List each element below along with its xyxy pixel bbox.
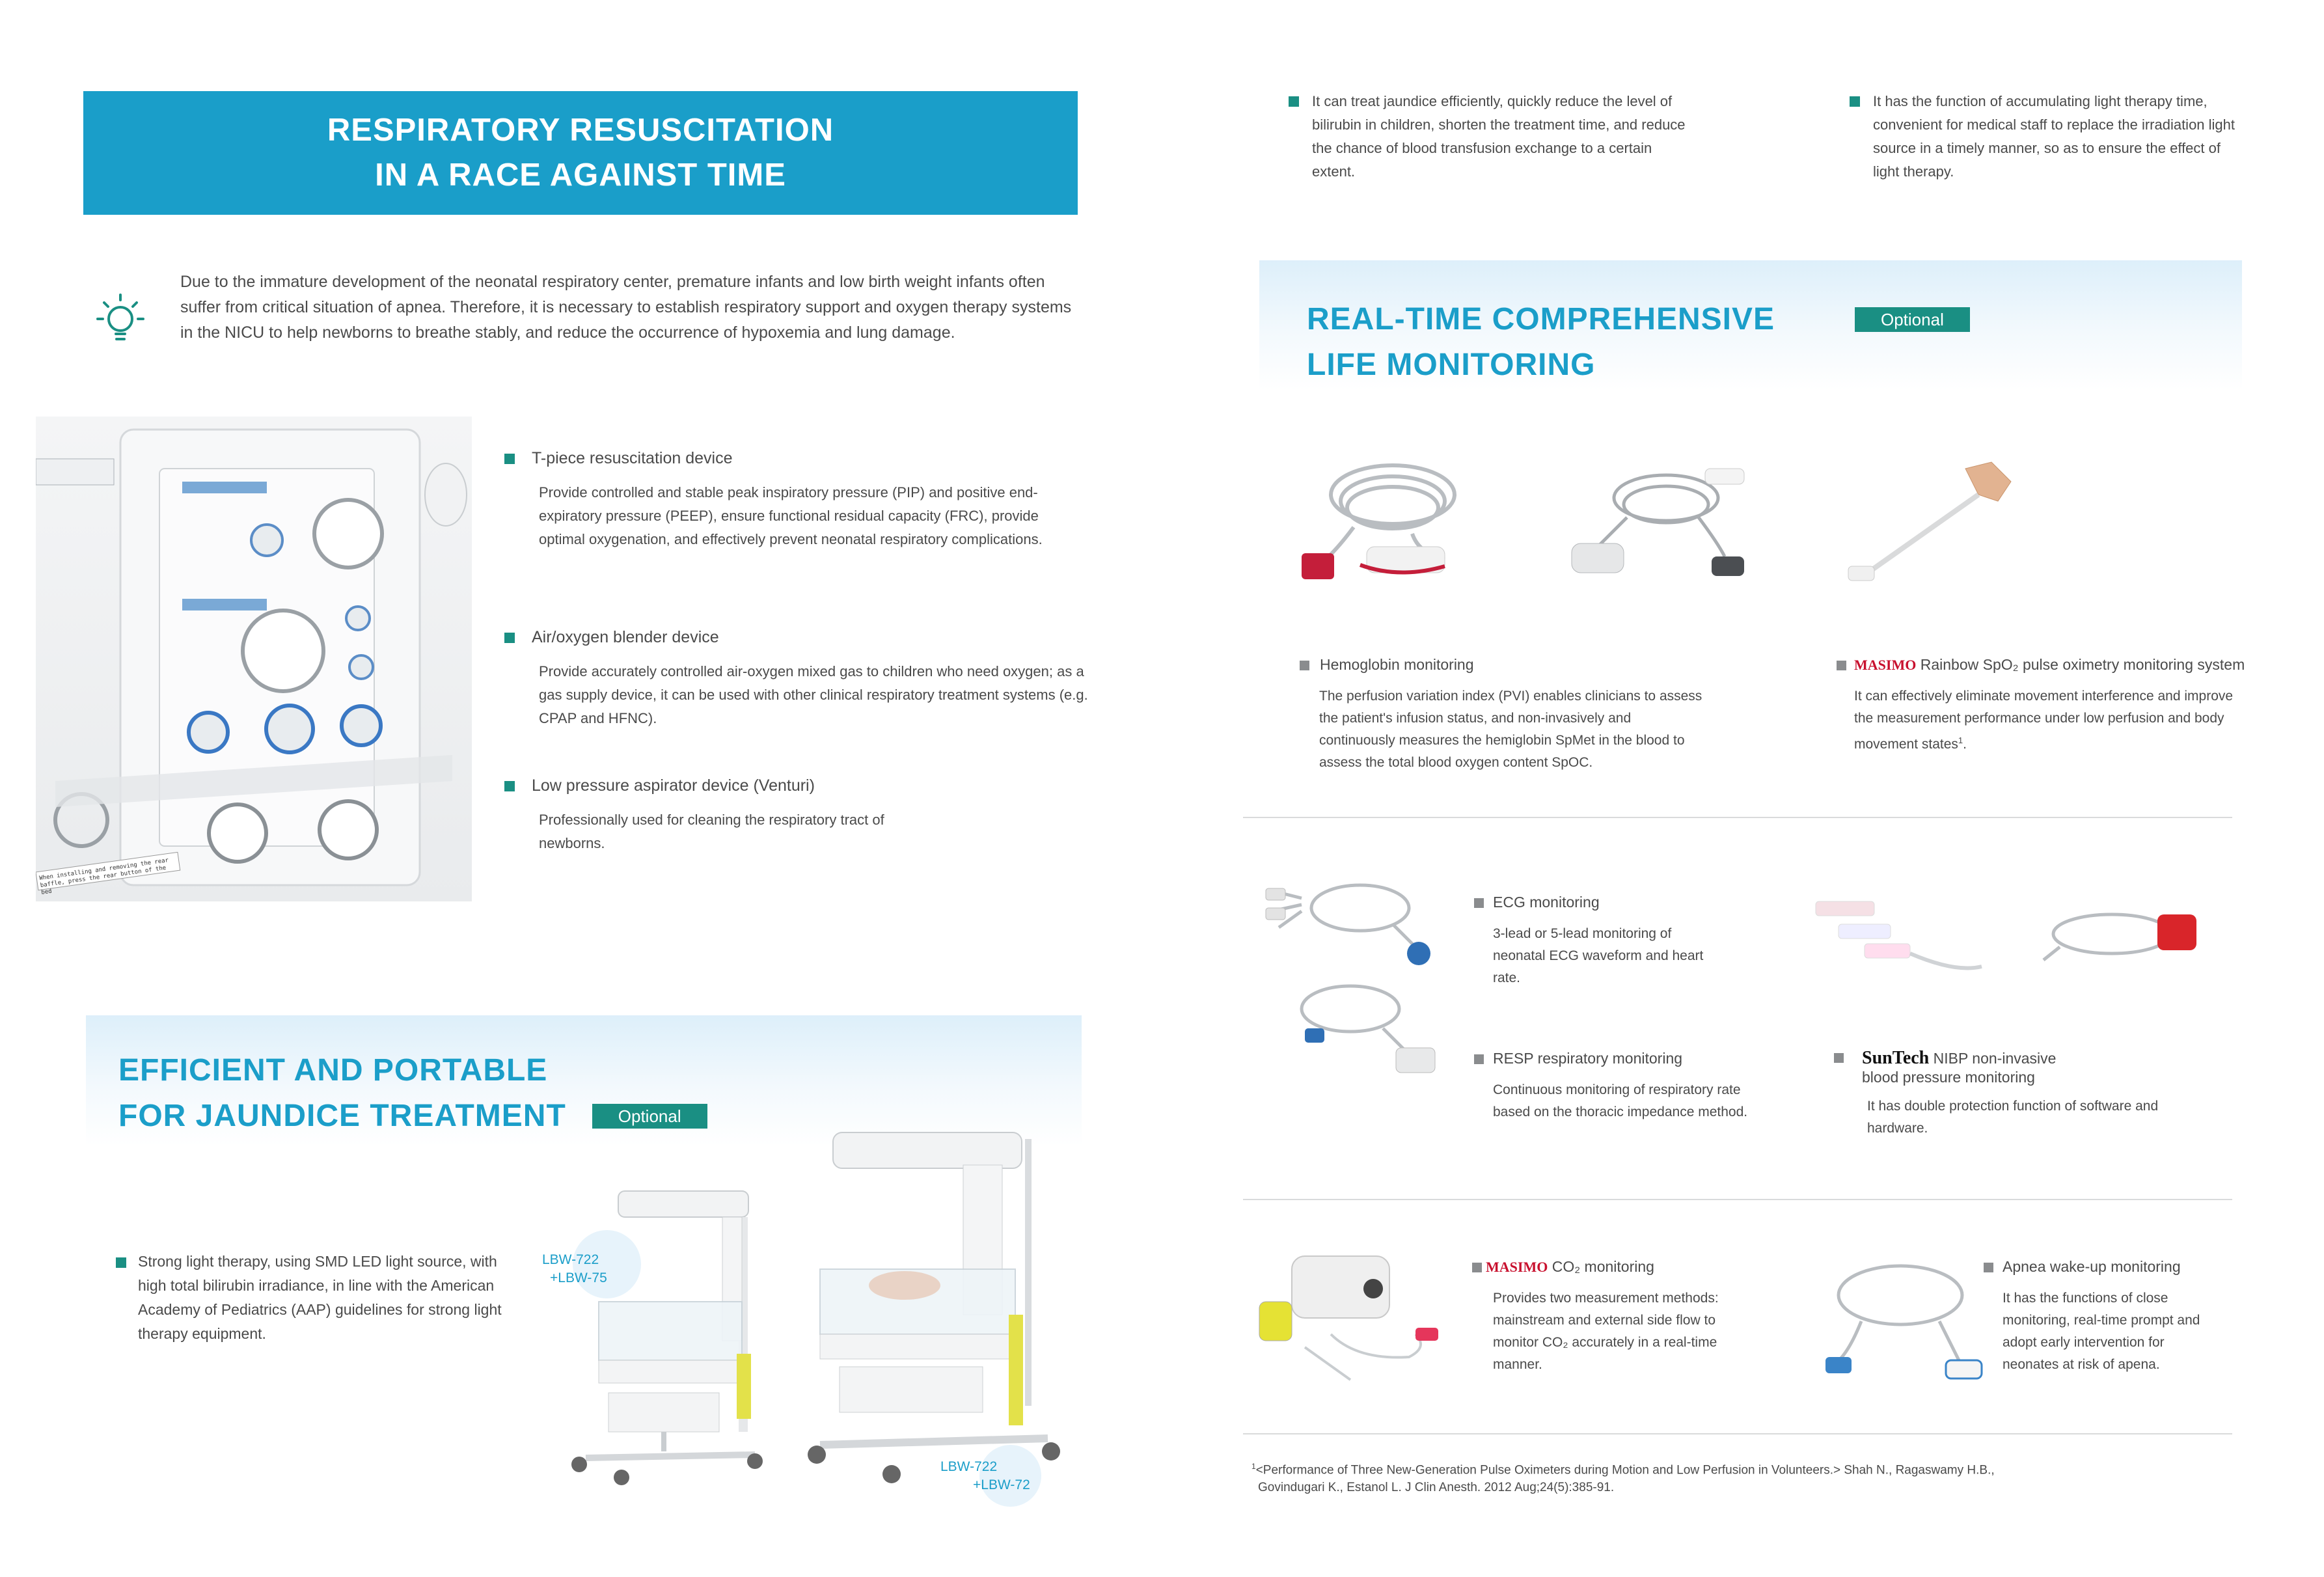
feature-t-piece: T-piece resuscitation device Provide con… — [504, 449, 1090, 551]
monitoring-title: REAL-TIME COMPREHENSIVE LIFE MONITORING — [1307, 297, 1775, 388]
optional-badge: Optional — [1855, 307, 1970, 332]
footnote-line-2: Govindugari K., Estanol L. J Clin Anesth… — [1258, 1481, 1615, 1495]
rainbow-body-wrap: It can effectively eliminate movement in… — [1854, 689, 2234, 752]
bullet-icon — [1474, 898, 1484, 909]
top-bullet-1: It can treat jaundice efficiently, quick… — [1289, 90, 1686, 184]
bullet-icon — [1474, 1054, 1484, 1065]
resp-title: RESP respiratory monitoring — [1493, 1050, 1683, 1067]
banner-line-2: IN A RACE AGAINST TIME — [375, 158, 786, 193]
bullet-icon — [1837, 661, 1846, 671]
ecg-body: 3-lead or 5-lead monitoring of neonatal … — [1493, 926, 1704, 985]
jaundice-title-line-1: EFFICIENT AND PORTABLE — [118, 1053, 548, 1088]
monitoring-header — [1259, 260, 2242, 391]
bullet-icon — [1472, 1263, 1482, 1273]
resp-cable-image — [1285, 976, 1442, 1080]
suntech-logo: SunTech — [1862, 1048, 1930, 1068]
ecg-cable-image — [1263, 872, 1451, 970]
feature-body: Professionally used for cleaning the res… — [539, 812, 884, 851]
banner-line-1: RESPIRATORY RESUSCITATION — [327, 113, 834, 148]
divider — [1243, 1199, 2232, 1200]
feature-body: Provide controlled and stable peak inspi… — [539, 484, 1043, 547]
jaundice-title-line-2: FOR JAUNDICE TREATMENT — [118, 1099, 566, 1133]
resp-monitoring: RESP respiratory monitoring Continuous m… — [1474, 1050, 1760, 1123]
product-label-lbw-72: LBW-722 +LBW-72 — [940, 1459, 1030, 1492]
intro-paragraph: Due to the immature development of the n… — [180, 273, 1072, 342]
bullet-icon — [116, 1257, 126, 1268]
optional-badge: Optional — [592, 1104, 707, 1129]
incubator-large-image — [800, 1126, 1074, 1497]
feature-aspirator: Low pressure aspirator device (Venturi) … — [504, 776, 1090, 855]
apnea-monitoring: Apnea wake-up monitoring It has the func… — [1984, 1258, 2244, 1376]
feature-blender: Air/oxygen blender device Provide accura… — [504, 628, 1103, 730]
apnea-body: It has the functions of close monitoring… — [2003, 1291, 2200, 1372]
divider — [1243, 817, 2232, 818]
spo2-sensor-image — [1555, 459, 1764, 589]
bullet-icon — [504, 781, 515, 792]
co2-title: CO₂ monitoring — [1552, 1258, 1654, 1275]
feature-body: Provide accurately controlled air-oxygen… — [539, 663, 1088, 726]
rainbow-spo2-monitoring: MASIMO Rainbow SpO₂ pulse oximetry monit… — [1837, 656, 2305, 756]
ecg-monitoring: ECG monitoring 3-lead or 5-lead monitori… — [1474, 894, 1760, 989]
divider — [1243, 1433, 2232, 1434]
nibp-monitoring: SunTech NIBP non-invasive blood pressure… — [1834, 1048, 2198, 1140]
footnote-ref: 1 — [1958, 735, 1963, 745]
bullet-icon — [1850, 96, 1860, 107]
rainbow-title: Rainbow SpO₂ pulse oximetry monitoring s… — [1920, 656, 2245, 673]
resp-body: Continuous monitoring of respiratory rat… — [1493, 1082, 1748, 1119]
bullet-icon — [504, 454, 515, 465]
jaundice-header — [86, 1015, 1082, 1145]
resuscitation-device-image: When installing and removing the rear ba… — [35, 417, 472, 901]
footnote-number: 1 — [1251, 1462, 1256, 1471]
label-bubble — [573, 1230, 641, 1298]
feature-title: Low pressure aspirator device (Venturi) — [532, 776, 815, 795]
rainbow-body: It can effectively eliminate movement in… — [1854, 689, 2234, 752]
hemoglobin-title: Hemoglobin monitoring — [1320, 656, 1474, 673]
hemoglobin-cable-image — [1295, 449, 1484, 599]
bullet-icon — [1984, 1263, 1993, 1273]
product-label-lbw-75: LBW-722 +LBW-75 — [542, 1252, 607, 1285]
ecg-title: ECG monitoring — [1493, 894, 1600, 911]
nibp-electrodes-image — [1812, 895, 1988, 993]
co2-monitoring: MASIMO CO₂ monitoring Provides two measu… — [1472, 1258, 1771, 1376]
incubator-small-image — [560, 1178, 781, 1490]
lightbulb-icon — [91, 290, 150, 355]
co2-body: Provides two measurement methods: mainst… — [1493, 1291, 1719, 1372]
disposable-sensor-image — [1835, 456, 2044, 599]
hemoglobin-monitoring: Hemoglobin monitoring The perfusion vari… — [1300, 656, 1716, 774]
masimo-logo: MASIMO — [1854, 657, 1917, 673]
masimo-logo: MASIMO — [1486, 1259, 1548, 1275]
bullet-icon — [1300, 661, 1309, 671]
bullet-icon — [1289, 96, 1299, 107]
label-bubble — [979, 1445, 1041, 1507]
apnea-title: Apnea wake-up monitoring — [2003, 1258, 2181, 1275]
jaundice-title: EFFICIENT AND PORTABLE FOR JAUNDICE TREA… — [118, 1048, 707, 1139]
nibp-hose-image — [2040, 901, 2209, 986]
hemoglobin-body: The perfusion variation index (PVI) enab… — [1319, 689, 1702, 770]
nibp-body: It has double protection function of sof… — [1867, 1099, 2159, 1136]
jaundice-bullet: Strong light therapy, using SMD LED ligh… — [116, 1250, 513, 1346]
footnote: 1<Performance of Three New-Generation Pu… — [1251, 1458, 2228, 1496]
co2-module-image — [1253, 1250, 1448, 1393]
bullet-icon — [504, 633, 515, 644]
feature-title: T-piece resuscitation device — [532, 449, 733, 467]
footnote-line-1: <Performance of Three New-Generation Pul… — [1255, 1463, 1995, 1477]
apnea-sensor-image — [1822, 1256, 1991, 1386]
monitoring-title-line-2: LIFE MONITORING — [1307, 348, 1596, 382]
monitoring-title-line-1: REAL-TIME COMPREHENSIVE — [1307, 302, 1775, 336]
title-banner: RESPIRATORY RESUSCITATION IN A RACE AGAI… — [83, 91, 1078, 215]
bullet-icon — [1834, 1053, 1844, 1063]
top-bullet-2: It has the function of accumulating ligh… — [1850, 90, 2240, 184]
feature-title: Air/oxygen blender device — [532, 628, 719, 646]
jaundice-bullet-text: Strong light therapy, using SMD LED ligh… — [138, 1253, 502, 1342]
